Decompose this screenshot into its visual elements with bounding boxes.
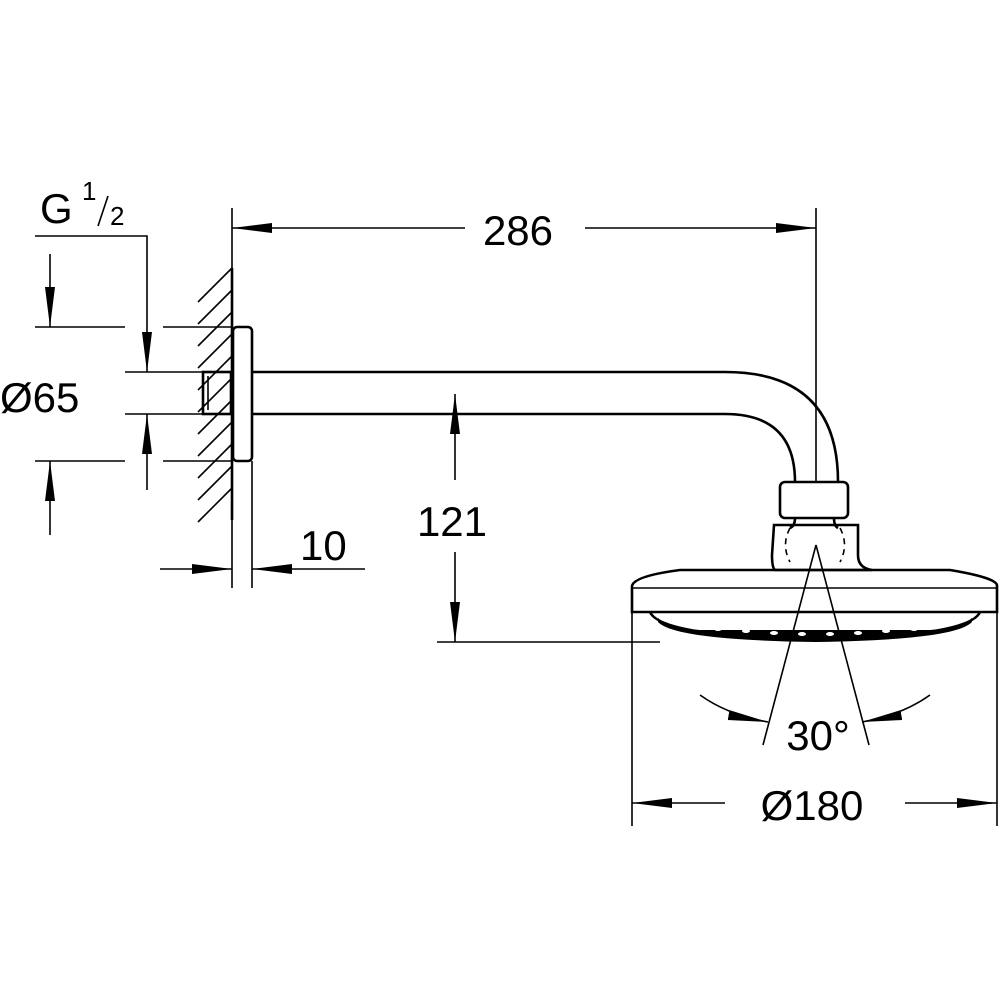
label-head-diameter: Ø180 (761, 782, 864, 829)
dimension-drop-height: 121 (417, 394, 660, 643)
label-thread-g: G (40, 185, 73, 232)
label-thread-num: 1 (82, 176, 96, 206)
label-flange-depth: 10 (300, 522, 347, 569)
shower-head (630, 480, 999, 642)
dimension-thread: G 1 2 (35, 176, 203, 490)
label-arm-length: 286 (483, 207, 553, 254)
dimension-head-diameter: Ø180 (631, 612, 998, 829)
dimension-spray-angle: 30° (699, 544, 931, 759)
shower-arm (252, 370, 840, 483)
label-flange-diameter: Ø65 (0, 374, 79, 421)
label-spray-angle: 30° (786, 712, 850, 759)
dimension-arm-length: 286 (231, 207, 817, 482)
wall-flange (201, 325, 254, 463)
label-thread-den: 2 (110, 201, 124, 231)
label-drop-height: 121 (417, 498, 487, 545)
dimension-flange-diameter: Ø65 (0, 254, 233, 535)
dimension-flange-depth: 10 (160, 461, 365, 588)
